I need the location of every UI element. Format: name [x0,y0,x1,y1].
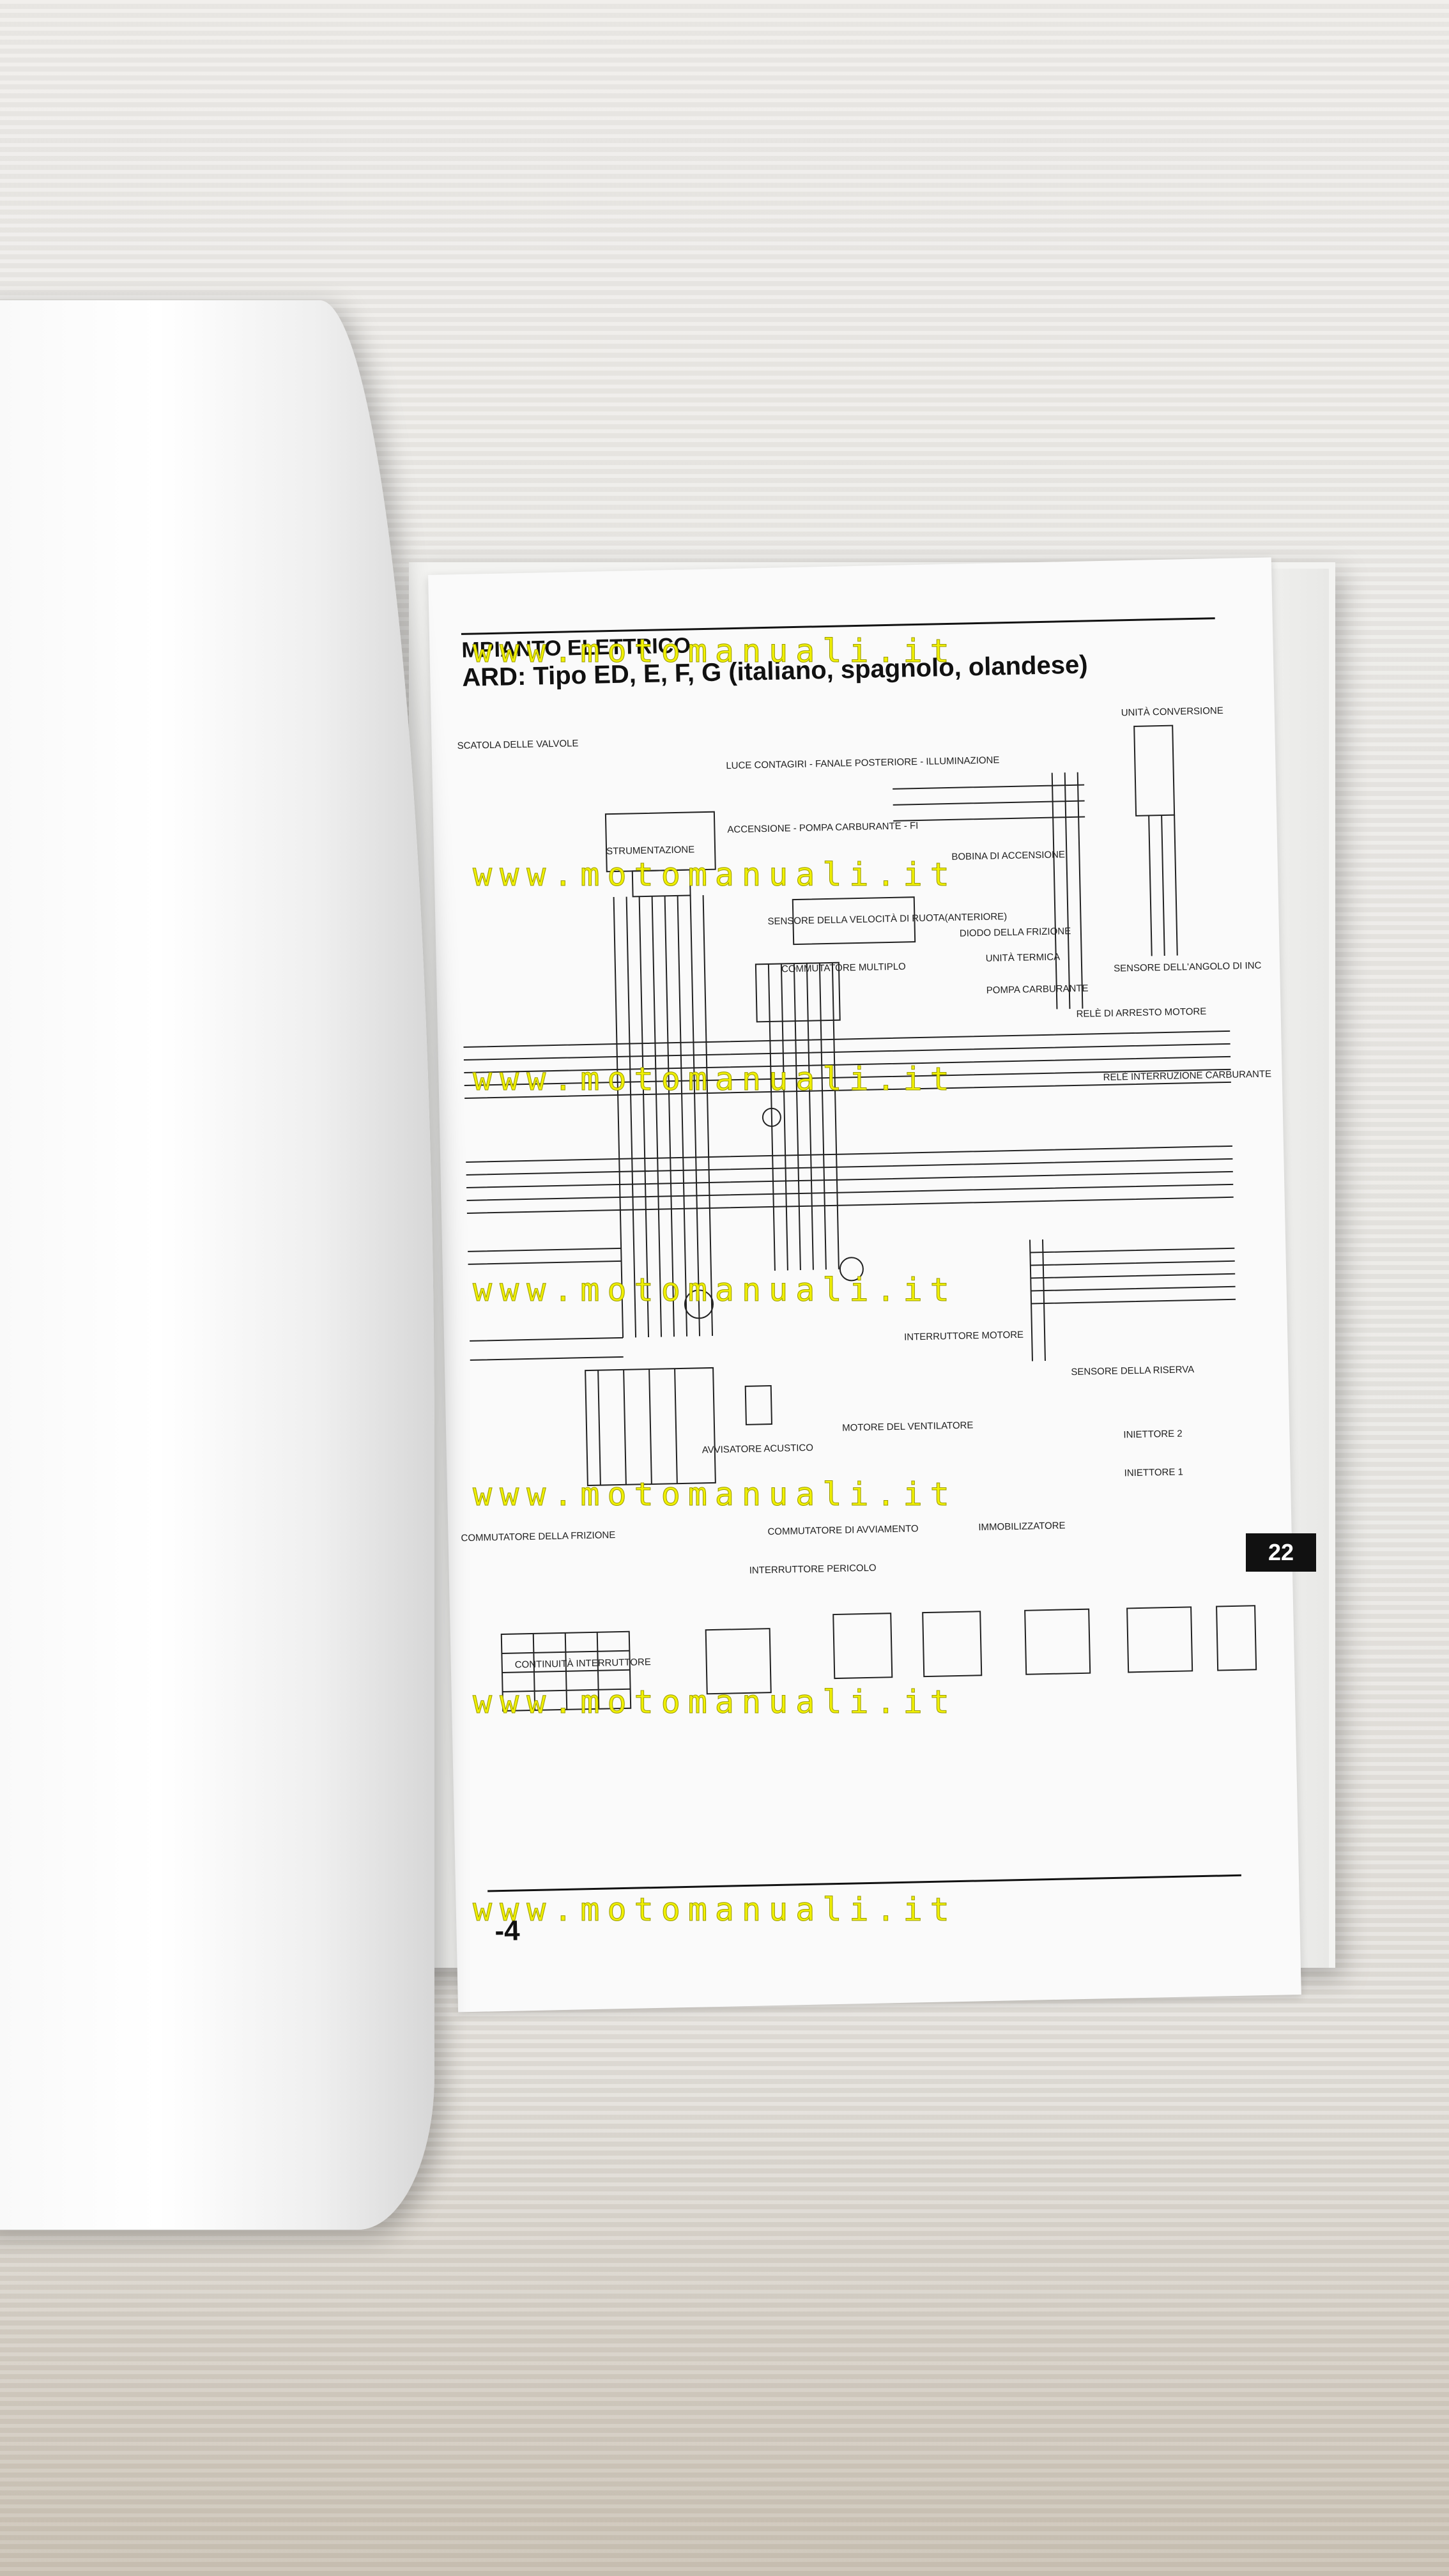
watermark-text: www.motomanuali.it [473,1061,957,1098]
manual-page: MPIANTO ELETTRICO ARD: Tipo ED, E, F, G … [428,557,1301,2012]
watermark-text: www.motomanuali.it [473,1683,957,1721]
label-clutch-diode: DIODO DELLA FRIZIONE [959,926,1071,939]
label-immobilizer: IMMOBILIZZATORE [978,1520,1066,1533]
label-thermo-unit: UNITÀ TERMICA [985,951,1061,964]
label-fuel-pump: POMPA CARBURANTE [986,983,1089,996]
footer-rule [487,1874,1241,1892]
label-injector-1: INIETTORE 1 [1124,1466,1184,1479]
curled-left-page [0,300,434,2230]
section-tab-22: 22 [1246,1533,1316,1572]
label-conversion-unit: UNITÀ CONVERSIONE [1121,705,1223,719]
watermark-text: www.motomanuali.it [473,1476,957,1514]
label-horn: AVVISATORE ACUSTICO [702,1442,814,1456]
watermark-text: www.motomanuali.it [473,1891,957,1929]
wiring-diagram [463,724,1257,1712]
label-injector-2: INIETTORE 2 [1123,1428,1183,1441]
label-instruments: STRUMENTAZIONE [606,844,695,857]
watermark-text: www.motomanuali.it [473,856,957,894]
watermark-text: www.motomanuali.it [473,1271,957,1309]
watermark-text: www.motomanuali.it [473,632,957,670]
